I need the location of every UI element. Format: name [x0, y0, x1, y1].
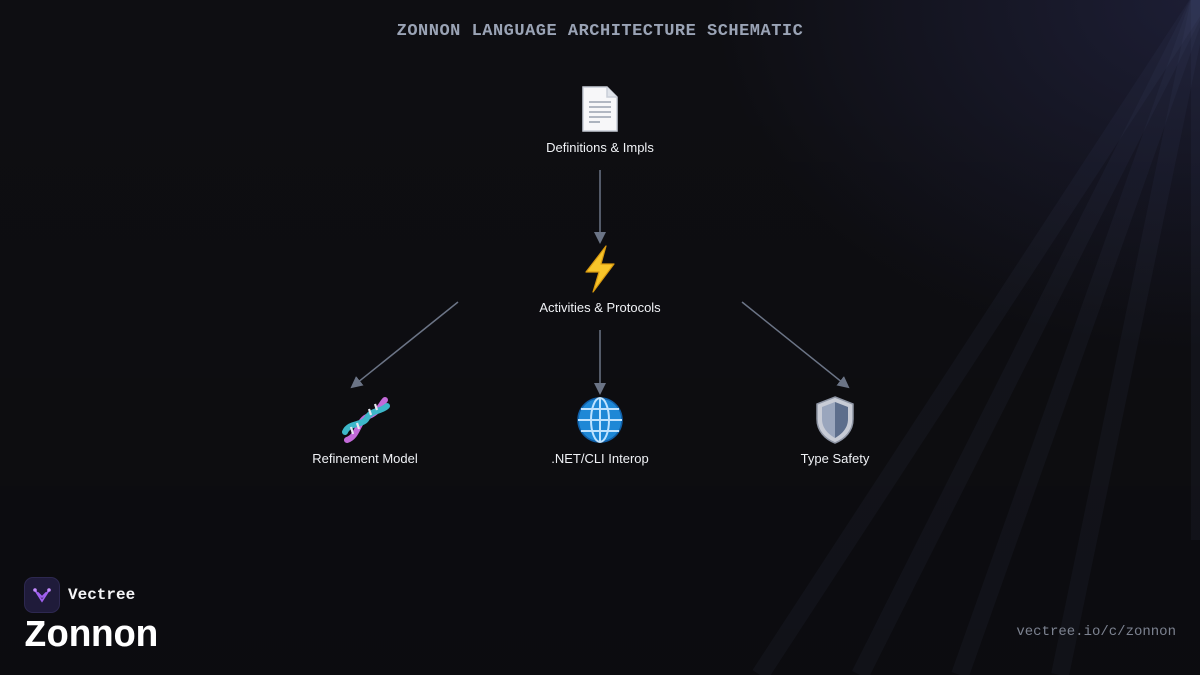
shield-icon [735, 391, 935, 449]
node-definitions-label: Definitions & Impls [546, 140, 654, 155]
lightning-icon [500, 240, 700, 298]
document-icon [500, 80, 700, 138]
brand-name: Vectree [68, 586, 136, 604]
node-safety[interactable]: Type Safety [735, 391, 935, 466]
node-interop-label: .NET/CLI Interop [551, 451, 649, 466]
node-refinement[interactable]: Refinement Model [265, 391, 465, 466]
node-safety-label: Type Safety [800, 451, 870, 466]
node-definitions[interactable]: Definitions & Impls [500, 80, 700, 155]
edge-activities-to-refinement [350, 301, 459, 389]
dna-icon [265, 391, 465, 449]
node-interop[interactable]: .NET/CLI Interop [500, 391, 700, 466]
brand-url-link[interactable]: vectree.io/c/zonnon [1016, 624, 1176, 640]
node-activities[interactable]: Activities & Protocols [500, 240, 700, 315]
brand-block: Vectree Zonnon [24, 577, 158, 658]
diagram-title: ZONNON LANGUAGE ARCHITECTURE SCHEMATIC [396, 22, 804, 41]
node-activities-label: Activities & Protocols [539, 300, 661, 315]
globe-icon [500, 391, 700, 449]
vectree-logo-icon[interactable] [24, 577, 60, 613]
edge-activities-to-safety [741, 301, 850, 389]
node-refinement-label: Refinement Model [312, 451, 418, 466]
product-name: Zonnon [24, 615, 158, 658]
